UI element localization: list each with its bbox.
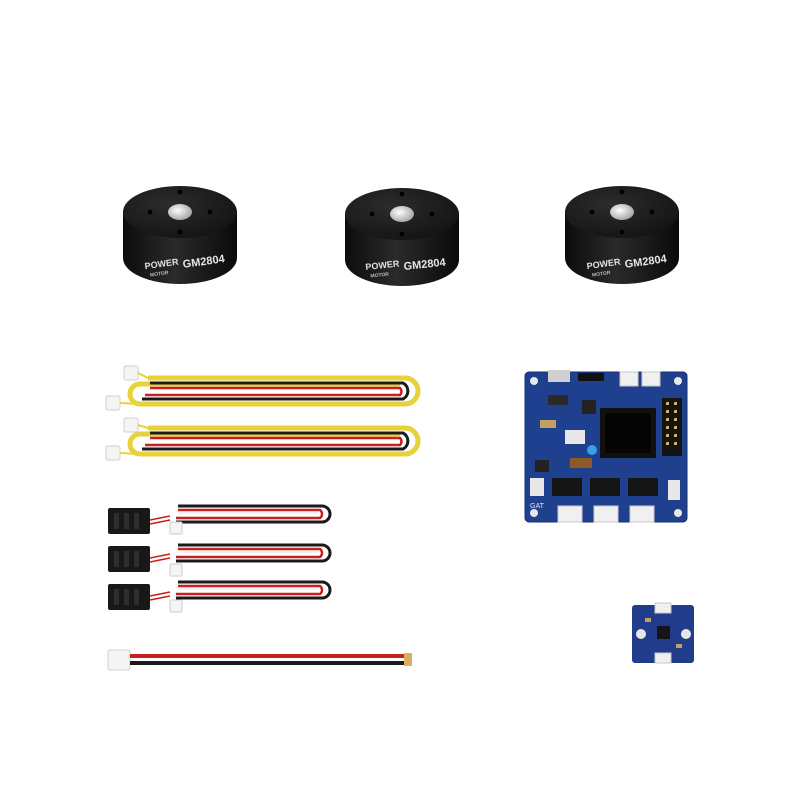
- motor-brand: POWER: [586, 257, 622, 272]
- servo-cable-3: [108, 580, 332, 613]
- driver-chip: [628, 478, 658, 496]
- motor-brand-sub: MOTOR: [592, 270, 612, 279]
- jst-connector: [107, 649, 131, 671]
- jst-connector: [169, 563, 183, 577]
- motor-brand-sub: MOTOR: [370, 272, 389, 280]
- motor-shaft-icon: [610, 204, 634, 220]
- motor-3: POWER MOTOR GM2804: [565, 186, 679, 284]
- motor-model: GM2804: [624, 253, 668, 271]
- power-lead: [107, 649, 412, 671]
- motor-cable-2: [105, 417, 421, 461]
- motor-brand-sub: MOTOR: [150, 270, 170, 279]
- motor-model: GM2804: [403, 257, 447, 273]
- motor-brand: POWER: [144, 257, 180, 272]
- motor-port: [557, 505, 583, 523]
- motor-port: [629, 505, 655, 523]
- motor-shaft-icon: [168, 204, 192, 220]
- jst-connector: [105, 395, 121, 411]
- sensor-board: [632, 602, 694, 664]
- jst-connector: [123, 365, 139, 381]
- motor-2: POWER MOTOR GM2804: [345, 188, 459, 286]
- motor-cable-1: [105, 365, 421, 411]
- driver-chip: [590, 478, 620, 496]
- controller-board: GAT: [524, 370, 688, 523]
- motor-1: POWER MOTOR GM2804: [123, 186, 237, 284]
- motor-brand: POWER: [365, 258, 400, 272]
- motor-model: GM2804: [182, 253, 226, 271]
- driver-chip: [552, 478, 582, 496]
- motor-shaft-icon: [390, 206, 414, 222]
- jst-connector: [105, 445, 121, 461]
- board-silkscreen: GAT: [530, 503, 545, 510]
- imu-chip: [657, 626, 670, 639]
- jst-connector: [169, 521, 183, 535]
- usb-port: [548, 370, 570, 382]
- servo-cable-1: [108, 504, 332, 535]
- jst-connector: [123, 417, 139, 433]
- status-led: [587, 445, 597, 455]
- jst-connector: [169, 599, 183, 613]
- servo-cable-2: [108, 543, 332, 577]
- motor-port: [593, 505, 619, 523]
